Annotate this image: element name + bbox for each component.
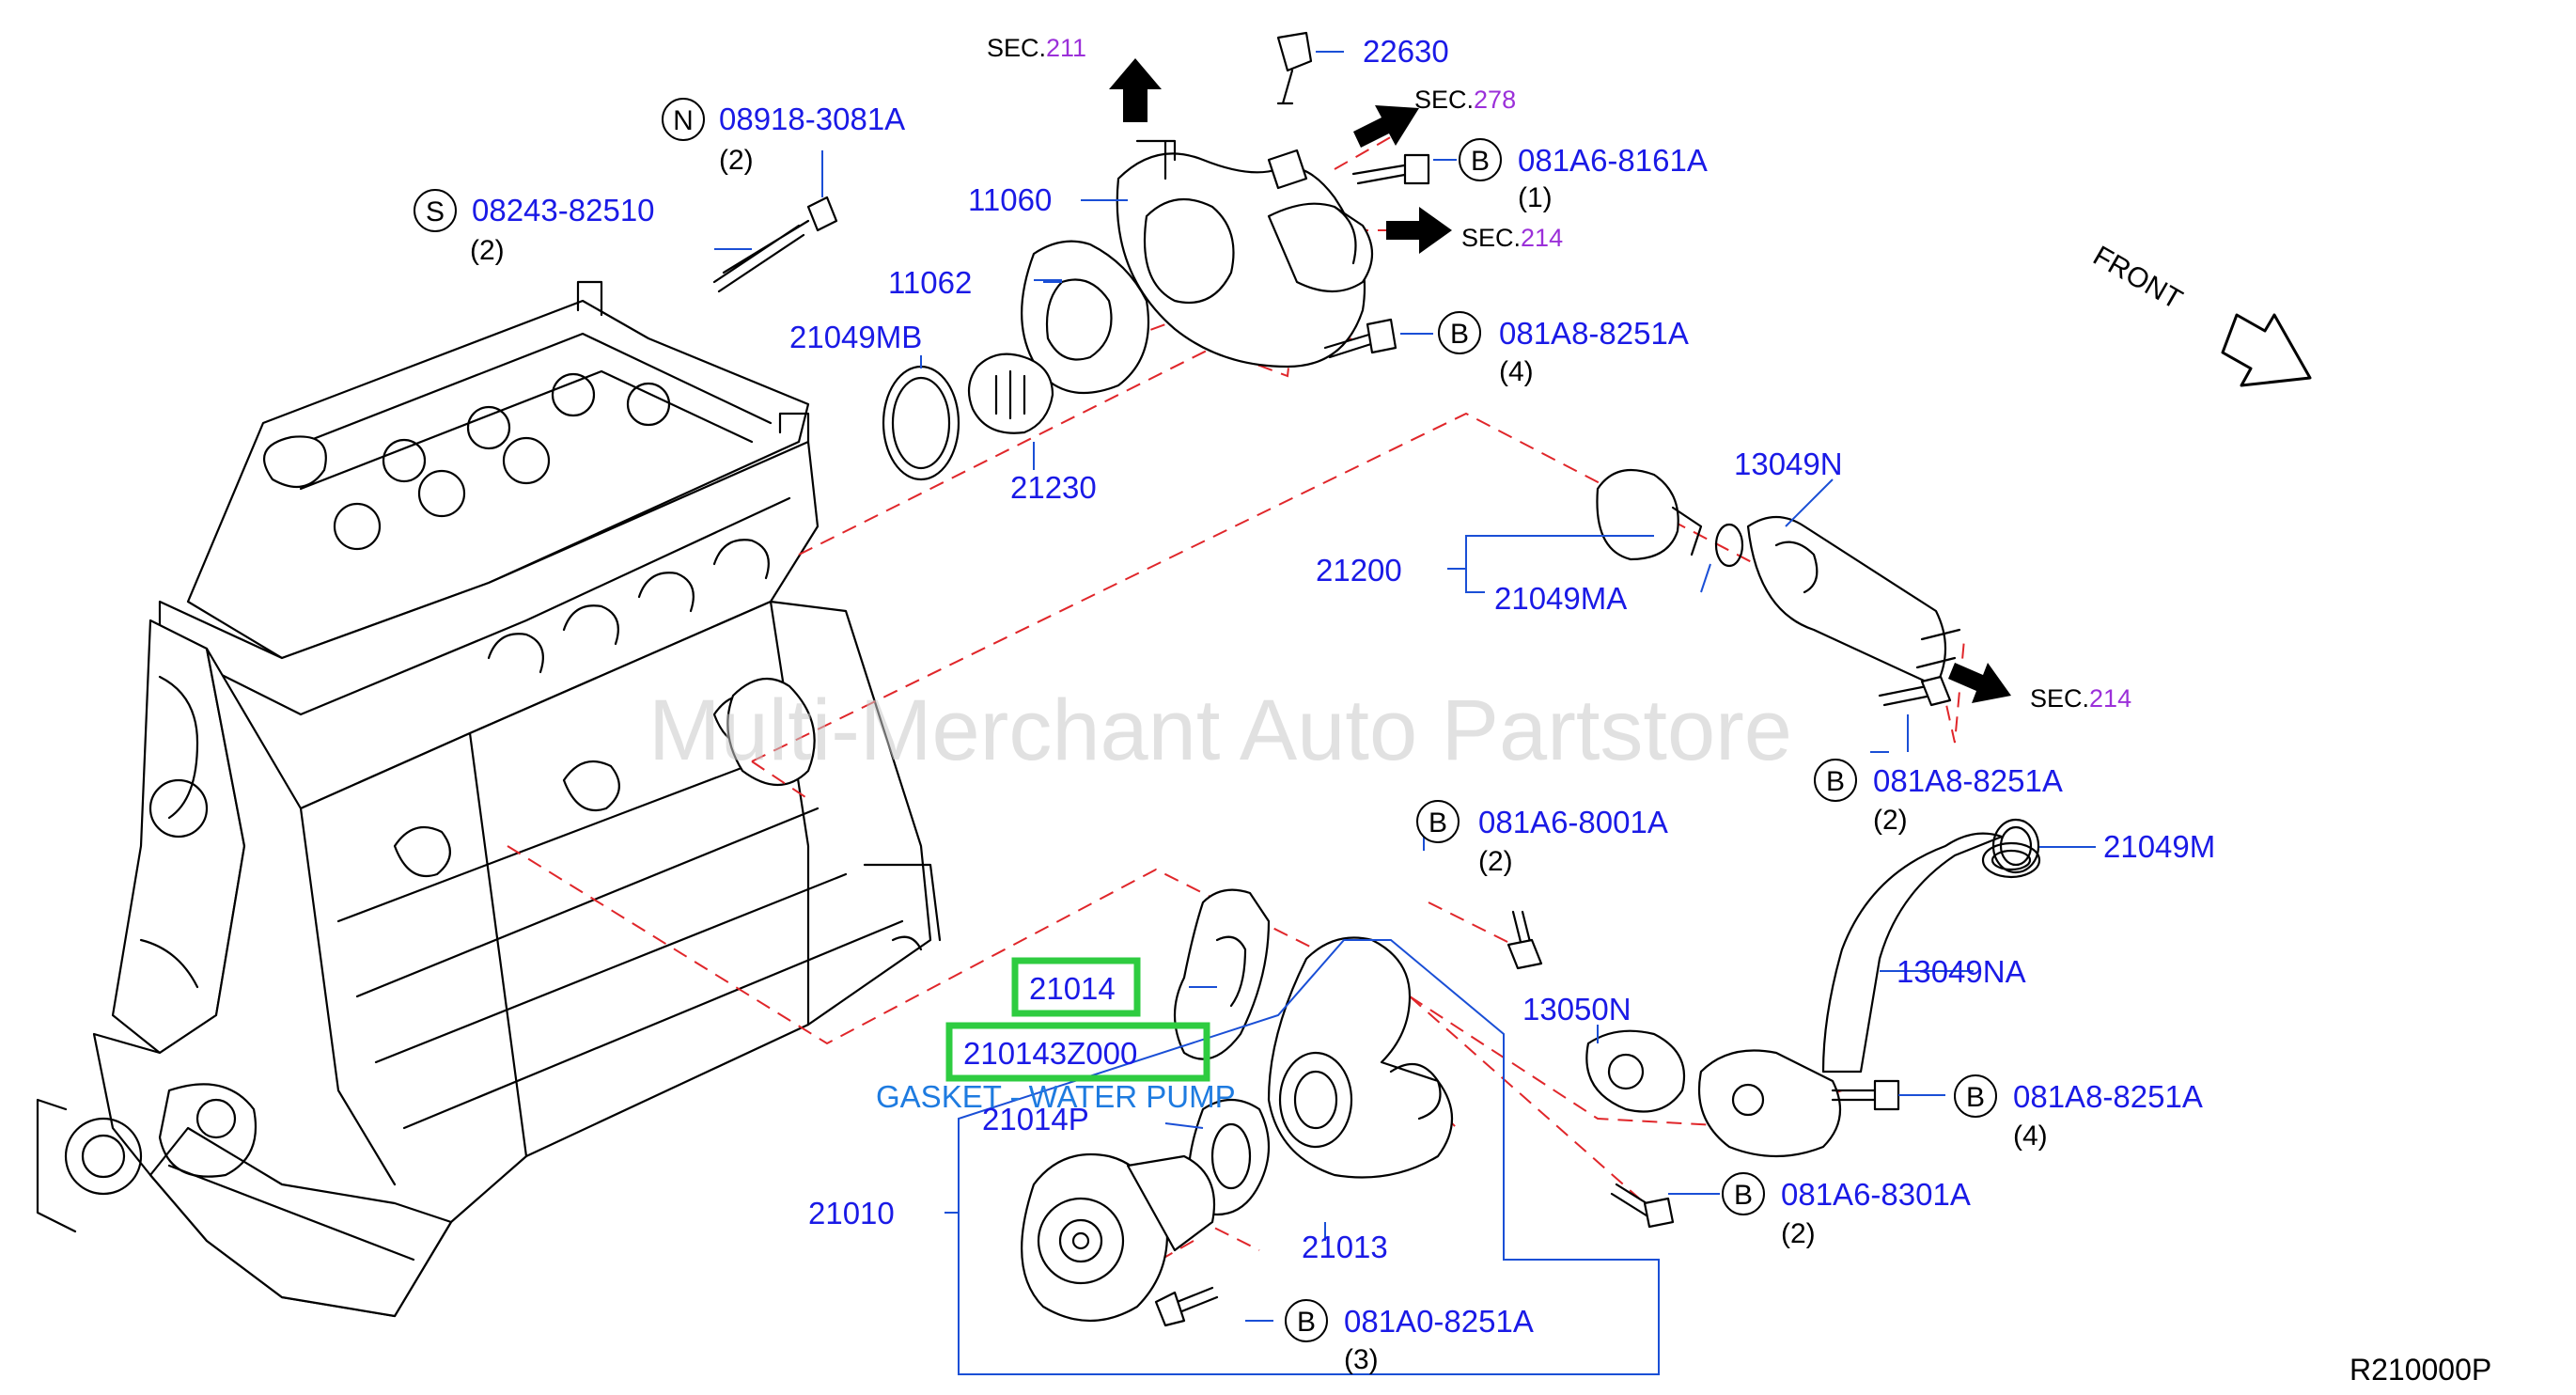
water-outlet-group — [1596, 468, 1961, 707]
fastener-prefix: B — [1471, 146, 1490, 177]
part-label-21010[interactable]: 21010 — [808, 1196, 895, 1230]
part-label-22630[interactable]: 22630 — [1363, 34, 1449, 69]
fastener-qty: (2) — [1781, 1218, 1816, 1249]
fastener-labels[interactable]: N 08918-3081A (2) S 08243-82510 (2) B 08… — [414, 98, 2203, 1375]
fastener-qty: (4) — [2013, 1121, 2048, 1152]
fastener-qty: (2) — [1478, 846, 1513, 877]
part-label-210143Z000[interactable]: 210143Z000 — [963, 1036, 1137, 1071]
part-label-11060[interactable]: 11060 — [968, 182, 1052, 217]
prefix-circle-icon — [1814, 759, 1857, 802]
fastener-qty: (2) — [719, 145, 754, 176]
fastener-qty: (4) — [1499, 356, 1534, 387]
front-label: FRONT — [2088, 240, 2188, 315]
part-label-13049NA[interactable]: 13049NA — [1897, 954, 2026, 989]
fastener-prefix: B — [1826, 766, 1845, 797]
fastener-081A8-8251A-lower[interactable]: B 081A8-8251A (4) — [1954, 1074, 2203, 1152]
prefix-circle-icon — [1285, 1299, 1328, 1342]
water-pump-group — [1021, 888, 1454, 1327]
diagram-reference-code: R210000P — [2350, 1353, 2491, 1387]
fastener-prefix: B — [1450, 319, 1469, 350]
part-label-21014P[interactable]: 21014P — [982, 1102, 1089, 1136]
section-arrows — [1109, 58, 2011, 703]
sec-number: 278 — [1474, 86, 1516, 114]
part-label-21013[interactable]: 21013 — [1302, 1230, 1388, 1264]
fastener-qty: (1) — [1518, 182, 1553, 213]
prefix-circle-icon — [1438, 311, 1481, 354]
fastener-number: 081A6-8001A — [1478, 805, 1668, 839]
arrow-icon — [1353, 105, 1419, 148]
front-arrow-icon — [2221, 313, 2312, 387]
prefix-circle-icon — [1954, 1074, 1997, 1118]
engine-block-illustration — [36, 280, 942, 1318]
arrow-icon — [1386, 207, 1452, 254]
section-link-211[interactable]: SEC.211 — [987, 34, 1086, 62]
fastener-number: 081A8-8251A — [1499, 316, 1689, 351]
arrow-icon — [1948, 663, 2011, 703]
fastener-number: 08918-3081A — [719, 102, 905, 136]
part-description: GASKET - WATER PUMP — [876, 1079, 1236, 1114]
fastener-prefix: S — [426, 196, 445, 227]
fastener-number: 08243-82510 — [472, 193, 655, 227]
sec-number: 214 — [2089, 684, 2131, 713]
fastener-number: 081A6-8161A — [1518, 143, 1708, 178]
section-link-214a[interactable]: SEC.214 — [1461, 224, 1563, 252]
sec-number: 211 — [1046, 34, 1086, 62]
fastener-prefix: B — [1966, 1082, 1985, 1113]
part-labels[interactable]: 22630 11060 11062 21049MB 21230 13049N 2… — [789, 34, 2215, 1264]
sec-prefix: SEC. — [2030, 684, 2089, 713]
fastener-081A6-8001A[interactable]: B 081A6-8001A (2) — [1416, 800, 1668, 877]
fastener-qty: (3) — [1344, 1344, 1379, 1375]
fastener-number: 081A8-8251A — [2013, 1079, 2203, 1114]
part-label-21049M[interactable]: 21049M — [2103, 829, 2215, 864]
sec-prefix: SEC. — [1461, 224, 1521, 252]
arrow-icon — [1109, 58, 1162, 122]
sec-number: 214 — [1521, 224, 1563, 252]
fastener-08918-3081A[interactable]: N 08918-3081A (2) — [662, 98, 905, 176]
part-label-21049MA[interactable]: 21049MA — [1494, 581, 1627, 616]
fastener-081A8-8251A-mid[interactable]: B 081A8-8251A (2) — [1814, 759, 2063, 836]
part-label-21200[interactable]: 21200 — [1316, 553, 1402, 588]
fastener-qty: (2) — [1873, 805, 1908, 836]
prefix-circle-icon — [662, 98, 705, 141]
water-pipe-group — [1507, 818, 2041, 1229]
part-label-11062[interactable]: 11062 — [888, 265, 972, 300]
fastener-081A6-8301A[interactable]: B 081A6-8301A (2) — [1722, 1172, 1971, 1249]
prefix-circle-icon — [1416, 800, 1460, 843]
part-label-21014[interactable]: 21014 — [1029, 971, 1116, 1006]
fastener-number: 081A6-8301A — [1781, 1177, 1971, 1212]
leader-lines — [714, 51, 2096, 1375]
fastener-08243-82510[interactable]: S 08243-82510 (2) — [414, 189, 655, 266]
thermostat-housing-group — [712, 31, 1430, 481]
fastener-number: 081A0-8251A — [1344, 1304, 1534, 1339]
part-label-13049N[interactable]: 13049N — [1734, 447, 1843, 481]
fastener-prefix: B — [1734, 1180, 1753, 1211]
fastener-prefix: B — [1297, 1307, 1316, 1338]
sec-prefix: SEC. — [987, 34, 1046, 62]
fastener-081A6-8161A[interactable]: B 081A6-8161A (1) — [1459, 138, 1708, 213]
prefix-circle-icon — [1459, 138, 1502, 181]
sec-prefix: SEC. — [1414, 86, 1474, 114]
front-indicator: FRONT — [2088, 240, 2312, 387]
section-link-278[interactable]: SEC.278 — [1414, 86, 1516, 114]
section-labels[interactable]: SEC.211 SEC.278 SEC.214 SEC.214 — [987, 34, 2131, 713]
fastener-prefix: B — [1429, 807, 1447, 839]
fastener-081A0-8251A[interactable]: B 081A0-8251A (3) — [1285, 1299, 1534, 1375]
part-label-13050N[interactable]: 13050N — [1522, 992, 1631, 1027]
prefix-circle-icon — [1722, 1172, 1765, 1215]
section-link-214b[interactable]: SEC.214 — [2030, 684, 2131, 713]
fastener-prefix: N — [673, 105, 694, 136]
fastener-number: 081A8-8251A — [1873, 763, 2063, 798]
part-label-21049MB[interactable]: 21049MB — [789, 320, 922, 354]
prefix-circle-icon — [414, 189, 457, 232]
watermark: Multi-Merchant Auto Partstore — [648, 682, 1792, 778]
fastener-qty: (2) — [470, 235, 505, 266]
part-label-21230[interactable]: 21230 — [1010, 470, 1097, 505]
fastener-081A8-8251A-top[interactable]: B 081A8-8251A (4) — [1438, 311, 1689, 387]
highlight-box-21014 — [1011, 957, 1141, 1017]
highlight-box-210143Z000 — [945, 1022, 1210, 1082]
